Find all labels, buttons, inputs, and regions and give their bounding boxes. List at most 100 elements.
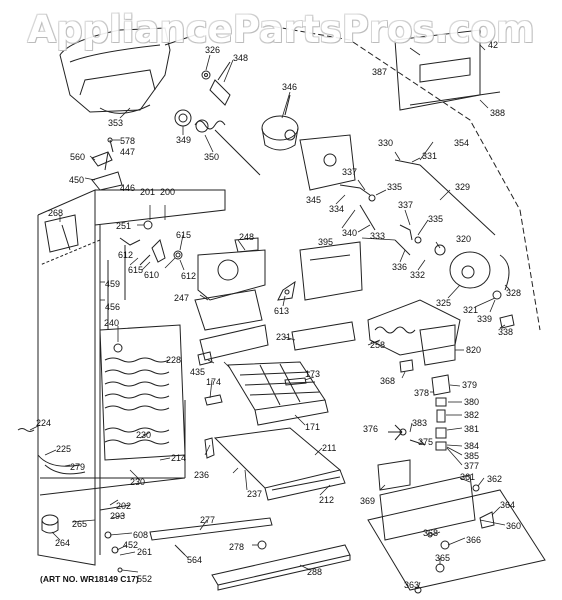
part-label: 612 (118, 250, 134, 260)
bracket-345-drawing (299, 134, 356, 191)
part-label: 328 (506, 288, 522, 298)
part-label: 333 (370, 231, 386, 241)
part-label: 247 (174, 293, 190, 303)
part-label: 459 (105, 279, 121, 289)
part-label: 376 (363, 424, 379, 434)
dispenser-door-drawing (394, 29, 501, 111)
part-label: 240 (104, 318, 120, 328)
part-label: 251 (116, 221, 132, 231)
cover-panel-231-drawing (291, 321, 356, 351)
part-label: 277 (200, 515, 216, 525)
part-label: 379 (462, 380, 478, 390)
part-label: 385 (464, 451, 480, 461)
wire-basket-drawing (227, 361, 329, 426)
motor-325-drawing (434, 244, 515, 329)
cabinet-liner (37, 189, 226, 566)
part-label: 456 (105, 302, 121, 312)
auger-spring-drawing (174, 109, 261, 176)
part-label: 337 (398, 200, 414, 210)
part-label: 258 (370, 340, 386, 350)
part-label: 384 (464, 441, 480, 451)
part-label: 42 (488, 40, 499, 50)
part-label: 335 (428, 214, 444, 224)
part-label: 334 (329, 204, 345, 214)
part-label: 820 (466, 345, 482, 355)
part-label: 360 (506, 521, 522, 531)
part-label: 214 (171, 453, 187, 463)
part-label: 339 (477, 314, 493, 324)
part-label: 201 (140, 187, 156, 197)
ice-maker-drawing (367, 299, 461, 366)
part-label: 230 (130, 477, 146, 487)
part-label: 375 (418, 437, 434, 447)
heater-wires-drawing (17, 428, 86, 475)
part-label: 353 (108, 118, 124, 128)
lower-right-assembly-drawing (367, 459, 546, 594)
part-label: 171 (305, 422, 321, 432)
ice-bucket-drawing (59, 27, 196, 114)
part-label: 366 (466, 535, 482, 545)
part-label: 369 (360, 496, 376, 506)
part-label: 340 (342, 228, 358, 238)
part-label: 354 (454, 138, 470, 148)
part-label: 365 (435, 553, 451, 563)
part-label: 278 (229, 542, 245, 552)
part-label: 450 (69, 175, 85, 185)
ice-drawer-drawing (204, 427, 346, 501)
art-number: (ART NO. WR18149 C17) (40, 574, 139, 584)
part-label: 330 (378, 138, 394, 148)
part-label: 320 (456, 234, 472, 244)
part-label: 288 (307, 567, 323, 577)
clip-368-drawing (399, 359, 414, 373)
part-label: 387 (372, 67, 388, 77)
part-label: 268 (48, 208, 64, 218)
light-switch-parts-drawing (44, 214, 183, 266)
evaporator-drawing (99, 245, 186, 461)
part-label: 329 (455, 182, 471, 192)
part-label: 564 (187, 555, 203, 565)
auger-parts-drawing (201, 61, 231, 106)
cover-395-drawing (299, 241, 363, 301)
part-label: 560 (70, 152, 86, 162)
part-label: 615 (128, 265, 144, 275)
part-label: 381 (464, 424, 480, 434)
part-label: 293 (110, 511, 126, 521)
part-label: 225 (56, 444, 72, 454)
part-label: 612 (181, 271, 197, 281)
part-label: 346 (282, 82, 298, 92)
part-label: 368 (380, 376, 396, 386)
part-label: 261 (137, 547, 153, 557)
part-label: 337 (342, 167, 358, 177)
part-label: 361 (460, 472, 476, 482)
part-label: 578 (120, 136, 136, 146)
part-label: 435 (190, 367, 206, 377)
part-label: 348 (233, 53, 249, 63)
part-label: 211 (322, 443, 337, 453)
part-label: 382 (464, 410, 480, 420)
bottom-rails-drawing (149, 517, 351, 591)
part-label: 325 (436, 298, 452, 308)
part-label: 231 (276, 332, 292, 342)
part-label: 345 (306, 195, 322, 205)
part-label: 326 (205, 45, 221, 55)
auger-motor-drawing (261, 94, 299, 151)
part-label: 264 (55, 538, 71, 548)
part-label: 608 (133, 530, 149, 540)
part-label: 335 (387, 182, 403, 192)
part-label: 377 (464, 461, 480, 471)
part-label: 368 (423, 528, 439, 538)
part-label: 321 (463, 305, 479, 315)
part-label: 212 (319, 495, 335, 505)
valve-stack-drawing (388, 374, 451, 451)
part-label: 452 (123, 540, 139, 550)
part-label: 248 (239, 232, 255, 242)
part-label: 230 (136, 430, 152, 440)
part-label: 364 (500, 500, 516, 510)
part-label: 615 (176, 230, 192, 240)
small-parts-left-drawing (91, 137, 123, 191)
part-label: 228 (166, 355, 182, 365)
leader-lines (29, 44, 511, 589)
part-label: 338 (498, 327, 514, 337)
part-label: 331 (422, 151, 438, 161)
